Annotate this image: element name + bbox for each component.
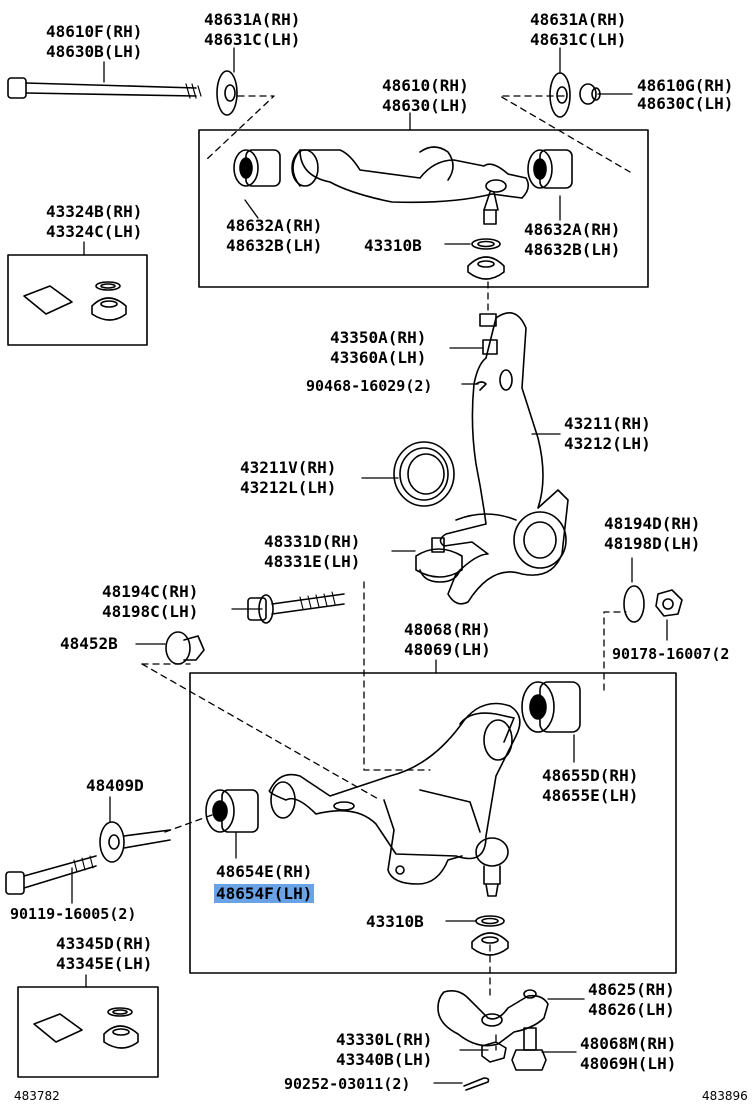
label-48632a-right: 48632A(RH) bbox=[524, 220, 621, 239]
upper-control-arm bbox=[233, 146, 530, 225]
label-43330l: 43330L(RH) bbox=[336, 1030, 433, 1049]
label-90252: 90252-03011(2) bbox=[284, 1075, 411, 1093]
upper-bushing-right bbox=[527, 149, 573, 189]
upper-ring-and-boot bbox=[467, 238, 505, 280]
cam-bolt-left bbox=[247, 591, 345, 624]
leader-lines bbox=[71, 47, 668, 1084]
label-43324c: 43324C(LH) bbox=[46, 222, 143, 241]
label-48610: 48610(RH) bbox=[382, 76, 469, 95]
hub-seal bbox=[393, 441, 455, 507]
label-48068m: 48068M(RH) bbox=[580, 1034, 677, 1053]
upper-nut bbox=[579, 83, 601, 105]
label-48655d: 48655D(RH) bbox=[542, 766, 639, 785]
upper-arm-bolt bbox=[7, 77, 202, 99]
label-48626: 48626(LH) bbox=[588, 1000, 675, 1019]
label-48069: 48069(LH) bbox=[404, 640, 491, 659]
label-48610g: 48610G(RH) bbox=[637, 76, 734, 95]
lower-arm-group-frame bbox=[189, 672, 677, 974]
label-48630c: 48630C(LH) bbox=[637, 94, 734, 113]
upper-boot-kit-parts bbox=[23, 281, 127, 321]
lower-ring-and-boot bbox=[471, 915, 509, 956]
figure-number-left: 483782 bbox=[14, 1089, 60, 1103]
label-43211v: 43211V(RH) bbox=[240, 458, 337, 477]
label-48654f: 48654F(LH) bbox=[214, 884, 315, 904]
cam-nut-48452b bbox=[165, 631, 205, 665]
castle-nut bbox=[481, 1041, 507, 1063]
bolt-90119 bbox=[5, 855, 97, 895]
label-48632a-left: 48632A(RH) bbox=[226, 216, 323, 235]
label-48409d: 48409D bbox=[86, 776, 144, 795]
bump-stop bbox=[415, 537, 463, 583]
figure-number-right: 483896 bbox=[702, 1089, 748, 1103]
label-48631c-left: 48631C(LH) bbox=[204, 30, 301, 49]
label-48631a-right: 48631A(RH) bbox=[530, 10, 627, 29]
label-48069h: 48069H(LH) bbox=[580, 1054, 677, 1073]
label-48331e: 48331E(LH) bbox=[264, 552, 361, 571]
upper-cam-washer-right bbox=[549, 72, 571, 118]
label-43345e: 43345E(LH) bbox=[56, 954, 153, 973]
lower-bushing-rear bbox=[521, 681, 581, 733]
nut-90178 bbox=[655, 589, 683, 617]
label-48068: 48068(RH) bbox=[404, 620, 491, 639]
lower-ball-joint bbox=[475, 837, 509, 897]
steering-arm bbox=[437, 989, 549, 1047]
label-48194c: 48194C(RH) bbox=[102, 582, 199, 601]
label-43310b-top: 43310B bbox=[364, 236, 422, 255]
label-43350a: 43350A(RH) bbox=[330, 328, 427, 347]
label-43212l: 43212L(LH) bbox=[240, 478, 337, 497]
cam-plate-48409d bbox=[99, 821, 171, 863]
label-43310b-bottom: 43310B bbox=[366, 912, 424, 931]
upper-cam-washer-left bbox=[216, 70, 238, 116]
steering-arm-bolt bbox=[511, 1027, 547, 1071]
label-48452b: 48452B bbox=[60, 634, 118, 653]
label-48631c-right: 48631C(LH) bbox=[530, 30, 627, 49]
label-48198c: 48198C(LH) bbox=[102, 602, 199, 621]
label-90178: 90178-16007(2 bbox=[612, 645, 730, 663]
steering-knuckle bbox=[439, 312, 569, 605]
lower-bushing-front bbox=[205, 789, 259, 833]
label-48610f: 48610F(RH) bbox=[46, 22, 143, 41]
cotter-pin bbox=[463, 1077, 490, 1091]
label-48625: 48625(RH) bbox=[588, 980, 675, 999]
label-43340b: 43340B(LH) bbox=[336, 1050, 433, 1069]
label-48331d: 48331D(RH) bbox=[264, 532, 361, 551]
label-48630: 48630(LH) bbox=[382, 96, 469, 115]
highlighted-part-number: 48654F(LH) bbox=[214, 884, 315, 903]
label-43345d: 43345D(RH) bbox=[56, 934, 153, 953]
label-48654e: 48654E(RH) bbox=[216, 862, 313, 881]
label-48632b-left: 48632B(LH) bbox=[226, 236, 323, 255]
label-43212: 43212(LH) bbox=[564, 434, 651, 453]
label-90119: 90119-16005(2) bbox=[10, 905, 137, 923]
label-43360a: 43360A(LH) bbox=[330, 348, 427, 367]
label-48631a-left: 48631A(RH) bbox=[204, 10, 301, 29]
lower-boot-kit-frame bbox=[17, 986, 159, 1078]
cam-washer-right bbox=[623, 585, 645, 623]
label-48632b-right: 48632B(LH) bbox=[524, 240, 621, 259]
label-43324b: 43324B(RH) bbox=[46, 202, 143, 221]
label-48198d: 48198D(LH) bbox=[604, 534, 701, 553]
lower-control-arm bbox=[268, 702, 521, 885]
label-43211: 43211(RH) bbox=[564, 414, 651, 433]
lower-boot-kit-parts bbox=[33, 1007, 139, 1049]
label-90468: 90468-16029(2) bbox=[306, 377, 433, 395]
upper-boot-kit-frame bbox=[7, 254, 148, 346]
label-48630b: 48630B(LH) bbox=[46, 42, 143, 61]
label-48194d: 48194D(RH) bbox=[604, 514, 701, 533]
upper-arm-group-frame bbox=[198, 129, 649, 288]
label-48655e: 48655E(LH) bbox=[542, 786, 639, 805]
